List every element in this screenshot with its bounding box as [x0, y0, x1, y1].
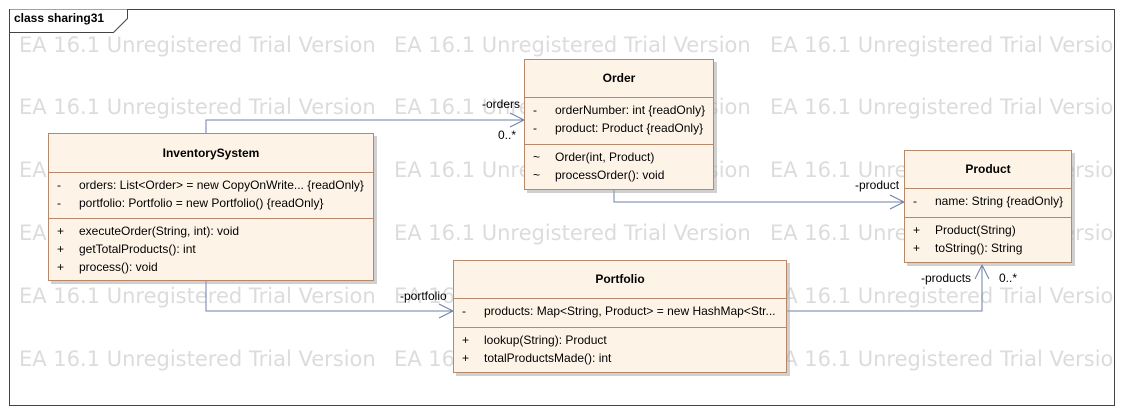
class-portfolio[interactable]: Portfolio - products: Map<String, Product… [453, 260, 787, 373]
attribute-row[interactable]: - product: Product {readOnly} [525, 119, 713, 137]
attribute-row[interactable]: - products: Map<String, Product> = new Ha… [454, 302, 786, 320]
visibility-marker: - [533, 103, 537, 117]
operation-text: getTotalProducts(): int [79, 242, 196, 256]
visibility-marker: - [462, 304, 466, 318]
operation-text: lookup(String): Product [484, 333, 607, 347]
operation-row[interactable]: + executeOrder(String, int): void [49, 222, 373, 240]
attribute-text: orderNumber: int {readOnly} [555, 103, 706, 117]
attribute-text: products: Map<String, Product> = new Has… [484, 304, 776, 318]
operation-text: processOrder(): void [555, 168, 665, 182]
operations-section: + Product(String) + toString(): String [905, 217, 1071, 257]
diagram-frame [9, 9, 1115, 406]
operation-text: Product(String) [935, 223, 1016, 237]
watermark-text: EA 16.1 Unregistered Trial Version [19, 33, 376, 57]
watermark-text: EA 16.1 Unregistered Trial Version [394, 33, 751, 57]
attributes-section: - orderNumber: int {readOnly} - product: P… [525, 97, 713, 144]
frame-title: class sharing31 [14, 11, 105, 25]
portfolio-role-label: -portfolio [400, 289, 447, 303]
watermark-text: EA 16.1 Unregistered Trial Version [394, 221, 751, 245]
visibility-marker: + [462, 351, 470, 365]
orders-multiplicity-label: 0..* [498, 128, 517, 142]
attribute-text: name: String {readOnly} [935, 194, 1064, 208]
class-name: Portfolio [595, 272, 645, 286]
attributes-section: - orders: List<Order> = new CopyOnWrite..… [49, 172, 373, 218]
products-role-label: -products [921, 271, 972, 285]
visibility-marker: + [462, 333, 470, 347]
visibility-marker: + [913, 223, 921, 237]
class-name: Order [602, 71, 636, 85]
class-name: Product [965, 162, 1011, 176]
operation-text: process(): void [79, 260, 158, 274]
operations-section: ~ Order(int, Product) ~ processOrder(): vo… [525, 144, 713, 184]
attribute-row[interactable]: - orders: List<Order> = new CopyOnWrite..… [49, 176, 373, 194]
portfolio-association-line [205, 281, 453, 312]
operation-row[interactable]: + process(): void [49, 258, 373, 276]
operation-row[interactable]: + toString(): String [905, 239, 1071, 257]
visibility-marker: - [913, 194, 917, 208]
orders-association-line [205, 119, 524, 133]
visibility-marker: - [533, 121, 537, 135]
attributes-section: - products: Map<String, Product> = new Ha… [454, 298, 786, 327]
product-role-label: -product [855, 178, 900, 192]
watermark-text: EA 16.1 Unregistered Trial Version [19, 95, 376, 119]
watermark-text: EA 16.1 Unregistered Trial Version [19, 284, 376, 308]
watermark-text: EA 16.1 Unregistered Trial Version [19, 347, 376, 371]
watermark-text: EA 16.1 Unregistered Trial Version [770, 95, 1114, 119]
operation-row[interactable]: + getTotalProducts(): int [49, 240, 373, 258]
product-association-line [613, 190, 904, 203]
visibility-marker: + [913, 241, 921, 255]
attribute-text: product: Product {readOnly} [555, 121, 704, 135]
operations-section: + lookup(String): Product + totalProductsM… [454, 327, 786, 367]
operation-text: executeOrder(String, int): void [79, 224, 240, 238]
visibility-marker: - [57, 196, 61, 210]
attribute-row[interactable]: - orderNumber: int {readOnly} [525, 101, 713, 119]
class-product[interactable]: Product - name: String {readOnly} + Produc… [904, 150, 1072, 263]
class-name: InventorySystem [162, 146, 260, 160]
visibility-marker: ~ [533, 150, 541, 164]
operations-section: + executeOrder(String, int): void + getTot… [49, 218, 373, 276]
operation-row[interactable]: + lookup(String): Product [454, 331, 786, 349]
operation-row[interactable]: ~ Order(int, Product) [525, 148, 713, 166]
products-multiplicity-label: 0..* [999, 271, 1018, 285]
attributes-section: - name: String {readOnly} [905, 188, 1071, 217]
visibility-marker: ~ [533, 168, 541, 182]
visibility-marker: + [57, 260, 65, 274]
operation-text: toString(): String [935, 241, 1023, 255]
visibility-marker: - [57, 178, 61, 192]
class-inventory-system[interactable]: InventorySystem - orders: List<Order> = n… [48, 133, 374, 281]
operation-text: totalProductsMade(): int [484, 351, 612, 365]
operation-text: Order(int, Product) [555, 150, 655, 164]
operation-row[interactable]: + totalProductsMade(): int [454, 349, 786, 367]
watermark-text: EA 16.1 Unregistered Trial Version [770, 284, 1114, 308]
products-association-line [787, 265, 983, 312]
class-order[interactable]: Order - orderNumber: int {readOnly} - prod… [524, 59, 714, 190]
operation-row[interactable]: ~ processOrder(): void [525, 166, 713, 184]
frame-tab [9, 9, 129, 33]
orders-role-label: -orders [482, 97, 521, 111]
attribute-row[interactable]: - portfolio: Portfolio = new Portfolio() … [49, 194, 373, 212]
watermark-text: EA 16.1 Unregistered Trial Version [770, 347, 1114, 371]
attribute-text: portfolio: Portfolio = new Portfolio() {… [79, 196, 324, 210]
visibility-marker: + [57, 242, 65, 256]
watermark-text: EA 16.1 Unregistered Trial Version [770, 33, 1114, 57]
visibility-marker: + [57, 224, 65, 238]
products-arrowhead [974, 263, 990, 280]
attribute-row[interactable]: - name: String {readOnly} [905, 192, 1071, 210]
operation-row[interactable]: + Product(String) [905, 221, 1071, 239]
attribute-text: orders: List<Order> = new CopyOnWrite...… [79, 178, 364, 192]
